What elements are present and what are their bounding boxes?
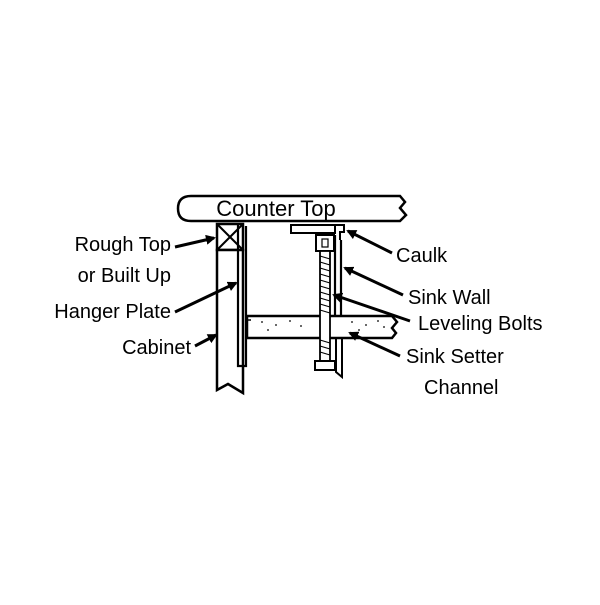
label-rough-top: Rough Top or Built Up	[75, 234, 216, 287]
label-sink-setter-channel: Sink Setter Channel	[348, 331, 504, 399]
hanger-plate-arrow	[174, 281, 238, 314]
label-leveling-bolts: Leveling Bolts	[332, 292, 543, 335]
cabinet-arrow	[194, 333, 218, 348]
caulk-bead	[290, 224, 336, 234]
sink-setter-arrow	[348, 331, 401, 358]
rough-top-label-line2: or Built Up	[78, 265, 171, 287]
rough-top-arrow	[174, 234, 216, 249]
rough-top-label-line1: Rough Top	[75, 234, 171, 256]
sink-wall-label: Sink Wall	[408, 287, 491, 309]
label-cabinet: Cabinet	[122, 333, 218, 359]
sink-wall-arrow	[343, 266, 404, 297]
hanger-plate-label: Hanger Plate	[54, 301, 171, 323]
caulk-label: Caulk	[396, 245, 448, 267]
leveling-bolt	[314, 234, 336, 371]
sink-setter-label-line2: Channel	[424, 377, 499, 399]
label-sink-wall: Sink Wall	[343, 266, 491, 309]
sink-rim	[334, 224, 345, 240]
counter-top-label: Counter Top	[216, 196, 335, 221]
channel-lower-flange	[335, 338, 343, 380]
hanger-plate	[236, 224, 248, 368]
sink-setter-label-line1: Sink Setter	[406, 346, 504, 368]
label-hanger-plate: Hanger Plate	[54, 281, 238, 323]
leveling-bolts-arrow	[332, 292, 411, 323]
counter-top: Counter Top	[176, 194, 408, 223]
leveling-bolts-label: Leveling Bolts	[418, 313, 543, 335]
sink-wall	[333, 235, 343, 318]
cabinet-label: Cabinet	[122, 337, 191, 359]
caulk-arrow	[346, 229, 393, 255]
label-caulk: Caulk	[346, 229, 448, 267]
